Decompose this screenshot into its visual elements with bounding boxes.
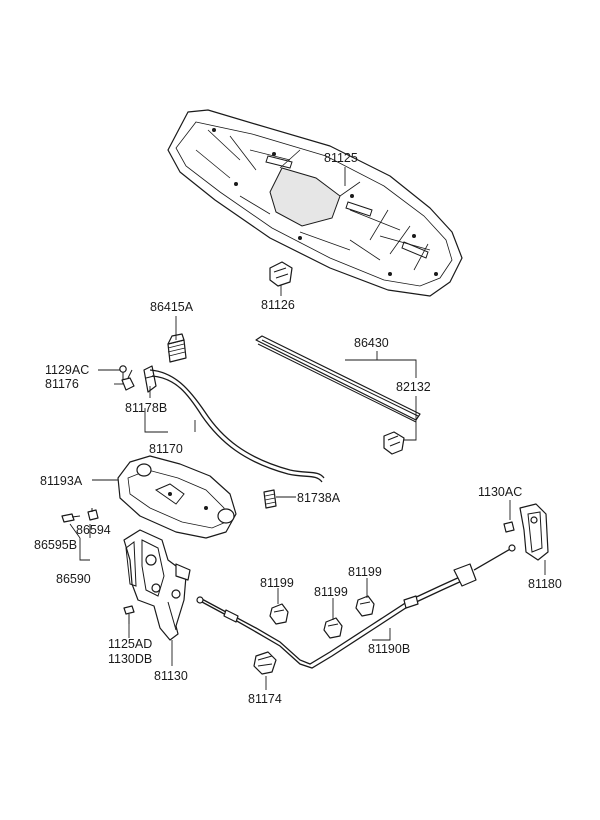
label-81199-c: 81199 xyxy=(348,565,382,579)
leader-lines xyxy=(69,167,546,690)
label-1125ad: 1125AD xyxy=(108,637,152,651)
label-81174: 81174 xyxy=(248,692,282,706)
release-cable-81170 xyxy=(149,369,325,483)
hood-bumper xyxy=(167,333,187,363)
label-86595b: 86595B xyxy=(34,538,77,552)
hood-insulator-pad xyxy=(167,109,463,297)
label-1130ac: 1130AC xyxy=(478,485,522,499)
hood-latch-assembly xyxy=(123,529,191,641)
cable-clip-81199-a xyxy=(269,603,289,625)
label-81126: 81126 xyxy=(261,298,295,312)
release-handle xyxy=(519,503,549,561)
latch-bolt xyxy=(123,605,135,624)
nut-86594 xyxy=(87,508,99,521)
label-1130db: 1130DB xyxy=(108,652,152,666)
cable-clip xyxy=(121,369,135,391)
label-81125: 81125 xyxy=(324,151,358,165)
label-81190b: 81190B xyxy=(368,642,410,656)
label-86415a: 86415A xyxy=(150,300,194,314)
part-number-labels: 81125 81126 86415A 86430 82132 1129AC 81… xyxy=(34,151,562,706)
label-81193a: 81193A xyxy=(40,474,83,488)
label-86590: 86590 xyxy=(56,572,91,586)
latch-cover xyxy=(117,455,237,539)
label-81199-b: 81199 xyxy=(314,585,348,599)
label-86430: 86430 xyxy=(354,336,389,350)
cable-clip-81174 xyxy=(253,651,277,675)
cable-bracket xyxy=(143,365,157,393)
grommet-81738a xyxy=(263,489,277,509)
weatherstrip-clip xyxy=(383,431,405,455)
label-81170: 81170 xyxy=(149,442,183,456)
hood-weatherstrip xyxy=(255,335,421,423)
release-cable-81190b xyxy=(196,544,516,669)
label-81176: 81176 xyxy=(45,377,79,391)
cable-clip-81199-c xyxy=(355,595,375,617)
label-81178b: 81178B xyxy=(125,401,167,415)
label-82132: 82132 xyxy=(396,380,431,394)
hood-pad-clip xyxy=(269,261,293,287)
label-81130: 81130 xyxy=(154,669,188,683)
label-81199-a: 81199 xyxy=(260,576,294,590)
label-81738a: 81738A xyxy=(297,491,341,505)
label-86594: 86594 xyxy=(76,523,111,537)
label-81180: 81180 xyxy=(528,577,562,591)
bolt-1130ac xyxy=(503,521,515,533)
label-1129ac: 1129AC xyxy=(45,363,89,377)
cable-clip-81199-b xyxy=(323,617,343,639)
bolt-86595b xyxy=(61,513,81,523)
